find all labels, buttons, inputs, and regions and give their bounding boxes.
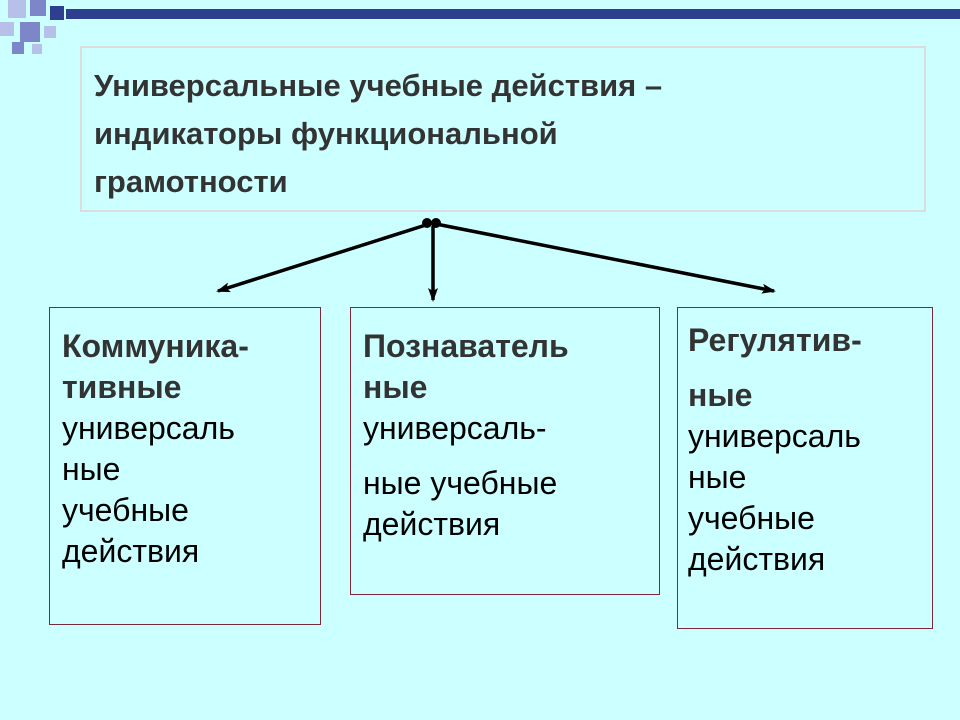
arrow-to-communicative <box>216 222 430 293</box>
title-line-2: индикаторы функциональной <box>94 116 558 151</box>
title-line-3: грамотности <box>94 164 288 199</box>
cognitive-text-3: действия <box>363 506 501 542</box>
communicative-title-1: Коммуника- <box>62 328 249 364</box>
title-box: Универсальные учебные действия – индикат… <box>80 46 926 212</box>
title-line-1: Универсальные учебные действия – <box>94 62 912 110</box>
deco-square-blue-1 <box>30 0 46 16</box>
cognitive-box: Познаватель ные универсаль- ные учебные … <box>350 307 660 595</box>
communicative-text-4: действия <box>62 533 200 569</box>
title-main-text: Универсальные учебные действия <box>94 68 637 103</box>
deco-square-light-3 <box>44 26 56 38</box>
junction-dot-left <box>422 218 432 228</box>
arrow-to-regulative <box>435 222 776 294</box>
cognitive-title-1: Познаватель <box>363 328 569 364</box>
communicative-text-2: ные <box>62 451 121 487</box>
deco-square-light-1 <box>8 0 26 18</box>
deco-square-light-2 <box>0 22 14 36</box>
regulative-text-4: действия <box>688 541 826 577</box>
regulative-text-1: универсаль <box>688 418 861 454</box>
deco-square-navy-1 <box>50 6 64 20</box>
regulative-text-3: учебные <box>688 500 815 536</box>
cognitive-title-2: ные <box>363 369 428 405</box>
deco-square-blue-2 <box>20 22 40 42</box>
communicative-title-2: тивные <box>62 369 182 405</box>
cognitive-text-2: ные учебные <box>363 465 558 501</box>
communicative-text-1: универсаль <box>62 410 235 446</box>
cognitive-text-1: универсаль- <box>363 410 547 446</box>
deco-square-blue-3 <box>12 42 24 54</box>
corner-decoration <box>0 0 960 54</box>
regulative-text-2: ные <box>688 459 747 495</box>
title-dash: – <box>636 68 663 103</box>
regulative-title-1: Регулятив- <box>688 322 862 358</box>
regulative-title-2: ные <box>688 377 753 413</box>
communicative-text-3: учебные <box>62 492 189 528</box>
deco-bar-navy <box>66 9 960 19</box>
deco-square-light-4 <box>32 44 42 54</box>
junction-dot-right <box>431 218 441 228</box>
communicative-box: Коммуника- тивные универсаль ные учебные… <box>49 307 321 625</box>
regulative-box: Регулятив- ные универсаль ные учебные де… <box>677 307 933 629</box>
